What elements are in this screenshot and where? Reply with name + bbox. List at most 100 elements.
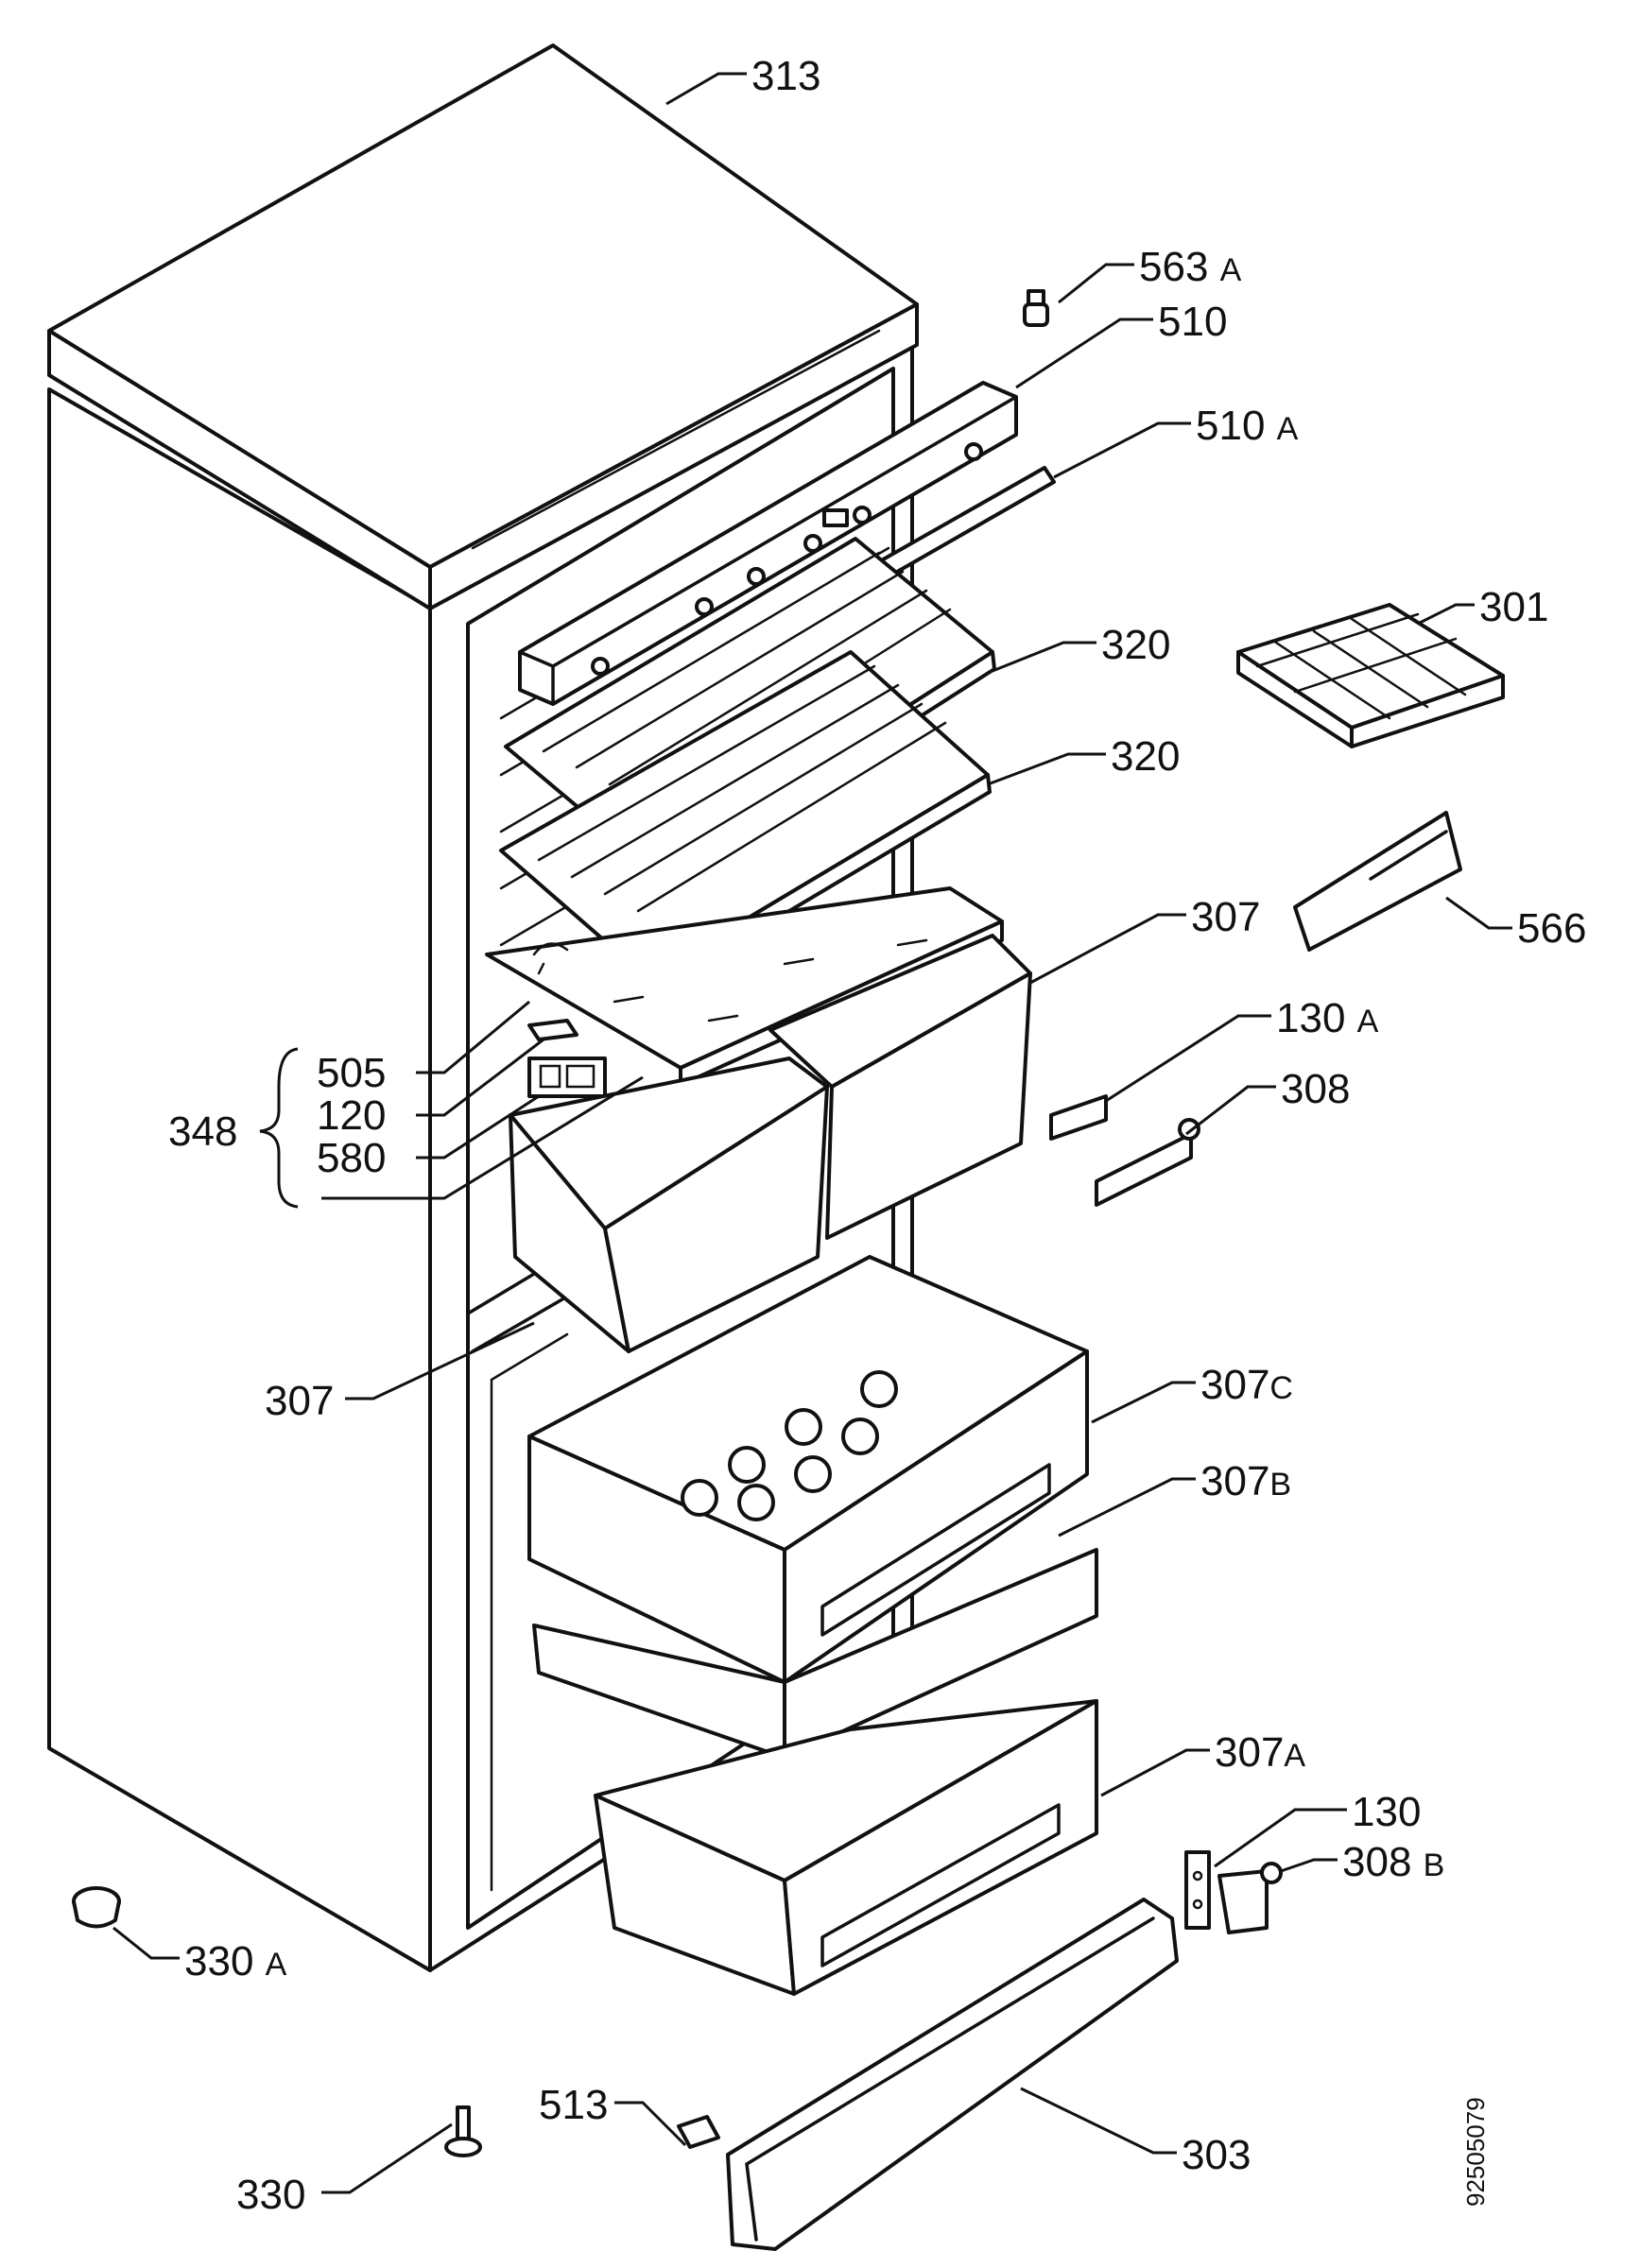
leader-lines — [112, 72, 1512, 2194]
top-cover — [47, 43, 919, 610]
label-307a: 307A — [1215, 1729, 1305, 1776]
control-panel — [518, 381, 1018, 706]
top-cover-groove — [471, 329, 881, 550]
leader-307-left — [345, 1321, 535, 1400]
control-knob-4 — [803, 534, 822, 553]
crisper-top-handle — [820, 1463, 1051, 1637]
leader-320-mid — [987, 752, 1106, 786]
label-130a: 130 A — [1276, 995, 1379, 1041]
leader-313 — [665, 72, 747, 106]
label-330: 330 — [236, 2172, 305, 2218]
ice-scraper — [1293, 811, 1462, 952]
label-510a: 510 A — [1196, 403, 1299, 449]
crisper-bottom-handle — [820, 1803, 1061, 1967]
hinge-plate-upper — [1049, 1094, 1108, 1141]
lamp-bulb — [1023, 289, 1049, 327]
label-348: 348 — [168, 1108, 237, 1155]
freezer-drawer-left — [509, 1057, 829, 1353]
freezer-drawer-right — [768, 934, 1032, 1240]
label-313: 313 — [751, 53, 820, 99]
label-505: 505 — [317, 1050, 386, 1096]
label-307-right: 307 — [1191, 894, 1260, 940]
leader-330a — [112, 1926, 180, 1960]
hinge-bracket-lower — [1217, 1869, 1269, 1934]
crisper-middle-front — [783, 1548, 1098, 1760]
glass-shelf-hatch — [613, 938, 928, 1022]
lower-shelf-wires — [537, 664, 947, 913]
label-130: 130 — [1352, 1789, 1421, 1835]
leader-307a — [1100, 1748, 1210, 1797]
freezer-drawer-right-front — [825, 971, 1032, 1240]
leader-130 — [1214, 1808, 1347, 1868]
control-display — [822, 508, 849, 527]
hinge-plate-hole-2 — [1192, 1899, 1203, 1910]
label-320-mid: 320 — [1111, 733, 1180, 780]
label-510: 510 — [1158, 299, 1227, 345]
switch-holder — [527, 1019, 578, 1041]
leader-510 — [1015, 318, 1153, 389]
freezer-drawer-left-front — [603, 1085, 829, 1353]
door-bar-body — [726, 1898, 1179, 2251]
control-knob-3 — [747, 567, 766, 586]
label-307c: 307C — [1200, 1362, 1293, 1408]
label-120: 120 — [317, 1092, 386, 1139]
adjustable-foot — [72, 1886, 121, 1929]
leader-308 — [1185, 1085, 1276, 1136]
part-labels: 313 563 A 510 510 A 301 320 320 566 307 … — [168, 53, 1586, 2218]
lamp-bulb-base — [1027, 289, 1045, 306]
switch-assembly — [527, 1019, 607, 1098]
leader-510a — [1053, 421, 1191, 479]
ice-scraper-groove — [1369, 830, 1448, 881]
crisper-hole-4 — [841, 1418, 879, 1455]
leader-308b — [1280, 1858, 1338, 1873]
hinge-pin-upper — [1178, 1118, 1200, 1141]
switch-button-1 — [539, 1064, 561, 1089]
top-cover-right-edge — [428, 302, 919, 610]
leader-330 — [321, 2122, 453, 2194]
control-knob-2 — [695, 597, 714, 616]
leader-307b — [1058, 1477, 1196, 1538]
control-knob-1 — [591, 657, 610, 676]
hinge-bracket-upper — [1095, 1132, 1193, 1207]
ice-tray-cells — [1255, 612, 1467, 720]
label-330a: 330 A — [184, 1938, 287, 1984]
glass-shelf-marking — [532, 942, 569, 975]
label-563a: 563 A — [1139, 244, 1242, 290]
label-580: 580 — [317, 1135, 386, 1181]
leader-566 — [1445, 896, 1512, 930]
control-knob-6 — [964, 442, 983, 461]
leader-307c — [1091, 1381, 1196, 1424]
lower-hinge-set — [1184, 1850, 1283, 1934]
clip-part — [677, 2115, 720, 2149]
label-307b: 307B — [1200, 1458, 1291, 1504]
control-knob-5 — [853, 506, 872, 524]
label-513: 513 — [539, 2082, 608, 2128]
hinge-plate-hole-1 — [1192, 1870, 1203, 1881]
leader-120 — [416, 1038, 544, 1117]
leader-130a — [1105, 1014, 1271, 1103]
label-566: 566 — [1517, 905, 1586, 952]
control-panel-body — [518, 381, 1018, 706]
crisper-hole-6 — [728, 1446, 766, 1484]
leader-303 — [1020, 2087, 1177, 2155]
label-303: 303 — [1182, 2132, 1251, 2178]
door-bar-edges — [745, 1916, 1155, 2242]
label-308: 308 — [1281, 1066, 1350, 1112]
brace-348 — [259, 1047, 299, 1209]
upper-hinge-set — [1049, 1094, 1200, 1207]
lamp-bulb-glass — [1023, 302, 1049, 327]
label-320-top: 320 — [1101, 622, 1170, 668]
compartment-divider — [466, 1269, 569, 1353]
foot-screw — [444, 2105, 482, 2157]
drawing-code: 92505079 — [1461, 2097, 1490, 2207]
ice-tray — [1236, 603, 1505, 748]
foot-screw-shank — [456, 2105, 471, 2143]
label-307-left: 307 — [265, 1378, 334, 1424]
upper-shelf-wires — [542, 551, 952, 805]
control-panel-edges — [518, 395, 1018, 706]
crisper-hole-7 — [860, 1370, 898, 1408]
leader-563a — [1058, 263, 1134, 304]
hinge-plate-lower — [1184, 1850, 1211, 1930]
crisper-drawer-bottom — [594, 1699, 1098, 1996]
crisper-bottom-front — [783, 1699, 1098, 1996]
